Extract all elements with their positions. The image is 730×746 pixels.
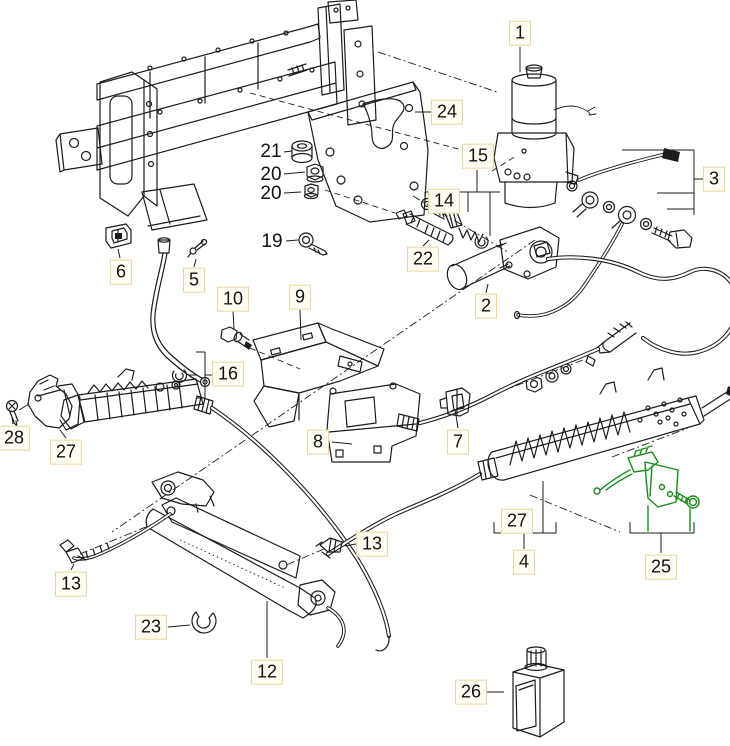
callout-13-24[interactable]: 13 (54, 571, 88, 597)
cable-right-run (321, 471, 483, 559)
callout-8-18[interactable]: 8 (306, 429, 330, 455)
callout-10-12[interactable]: 10 (216, 286, 250, 312)
callout-27-20[interactable]: 27 (500, 508, 534, 534)
drive-motor-2 (446, 226, 560, 291)
callout-6-10[interactable]: 6 (109, 259, 133, 285)
callout-26-27[interactable]: 26 (454, 679, 488, 705)
bracket-8 (326, 382, 421, 463)
callout-9-13[interactable]: 9 (288, 284, 312, 310)
callout-13-21[interactable]: 13 (355, 531, 389, 557)
oil-bottle-26 (512, 646, 565, 738)
hoses-3 (513, 148, 703, 320)
rod-16 (150, 237, 212, 399)
fitting-13-left (59, 539, 87, 564)
clamp-7 (439, 387, 471, 417)
callout-14-7[interactable]: 14 (427, 188, 461, 214)
callout-28-16[interactable]: 28 (0, 425, 31, 451)
fitting-13-right (315, 537, 343, 553)
callout-19-8: 19 (261, 231, 283, 253)
callout-1-0[interactable]: 1 (508, 20, 532, 46)
bolt-10 (220, 326, 252, 350)
callout-23-25[interactable]: 23 (134, 614, 168, 640)
frame-assembly (55, 0, 377, 231)
clip-5 (187, 238, 208, 258)
callout-16-15[interactable]: 16 (211, 361, 245, 387)
fasteners-21-20-19 (291, 140, 328, 256)
hydraulic-pump (493, 64, 597, 209)
callout-27-17[interactable]: 27 (49, 439, 83, 465)
callout-12-26[interactable]: 12 (250, 659, 284, 685)
callout-22-9[interactable]: 22 (406, 246, 440, 272)
callout-24-1[interactable]: 24 (430, 99, 464, 125)
hydraulic-cylinder-12 (72, 471, 346, 648)
cable-left-run (209, 405, 392, 652)
mount-plate-24 (307, 81, 429, 223)
callout-20-6: 20 (260, 183, 282, 205)
callout-15-3[interactable]: 15 (461, 143, 495, 169)
callout-4-22[interactable]: 4 (512, 549, 536, 575)
callout-2-14[interactable]: 2 (474, 293, 498, 319)
main-cable-loop (396, 255, 730, 432)
clip-6 (105, 223, 132, 249)
microswitch-25-highlighted (593, 445, 700, 532)
tray-9 (252, 322, 385, 428)
screw-28 (5, 399, 30, 427)
lever-27-left (27, 374, 81, 431)
callout-21-2: 21 (260, 141, 282, 163)
left-rack (60, 368, 214, 430)
callout-3-5[interactable]: 3 (702, 166, 726, 192)
clip-23 (191, 611, 217, 634)
callout-7-19[interactable]: 7 (446, 429, 470, 455)
callout-5-11[interactable]: 5 (182, 267, 206, 293)
right-rack (477, 367, 730, 481)
leader-lines (11, 47, 695, 693)
callout-25-23[interactable]: 25 (644, 554, 678, 580)
callout-20-4: 20 (260, 164, 282, 186)
